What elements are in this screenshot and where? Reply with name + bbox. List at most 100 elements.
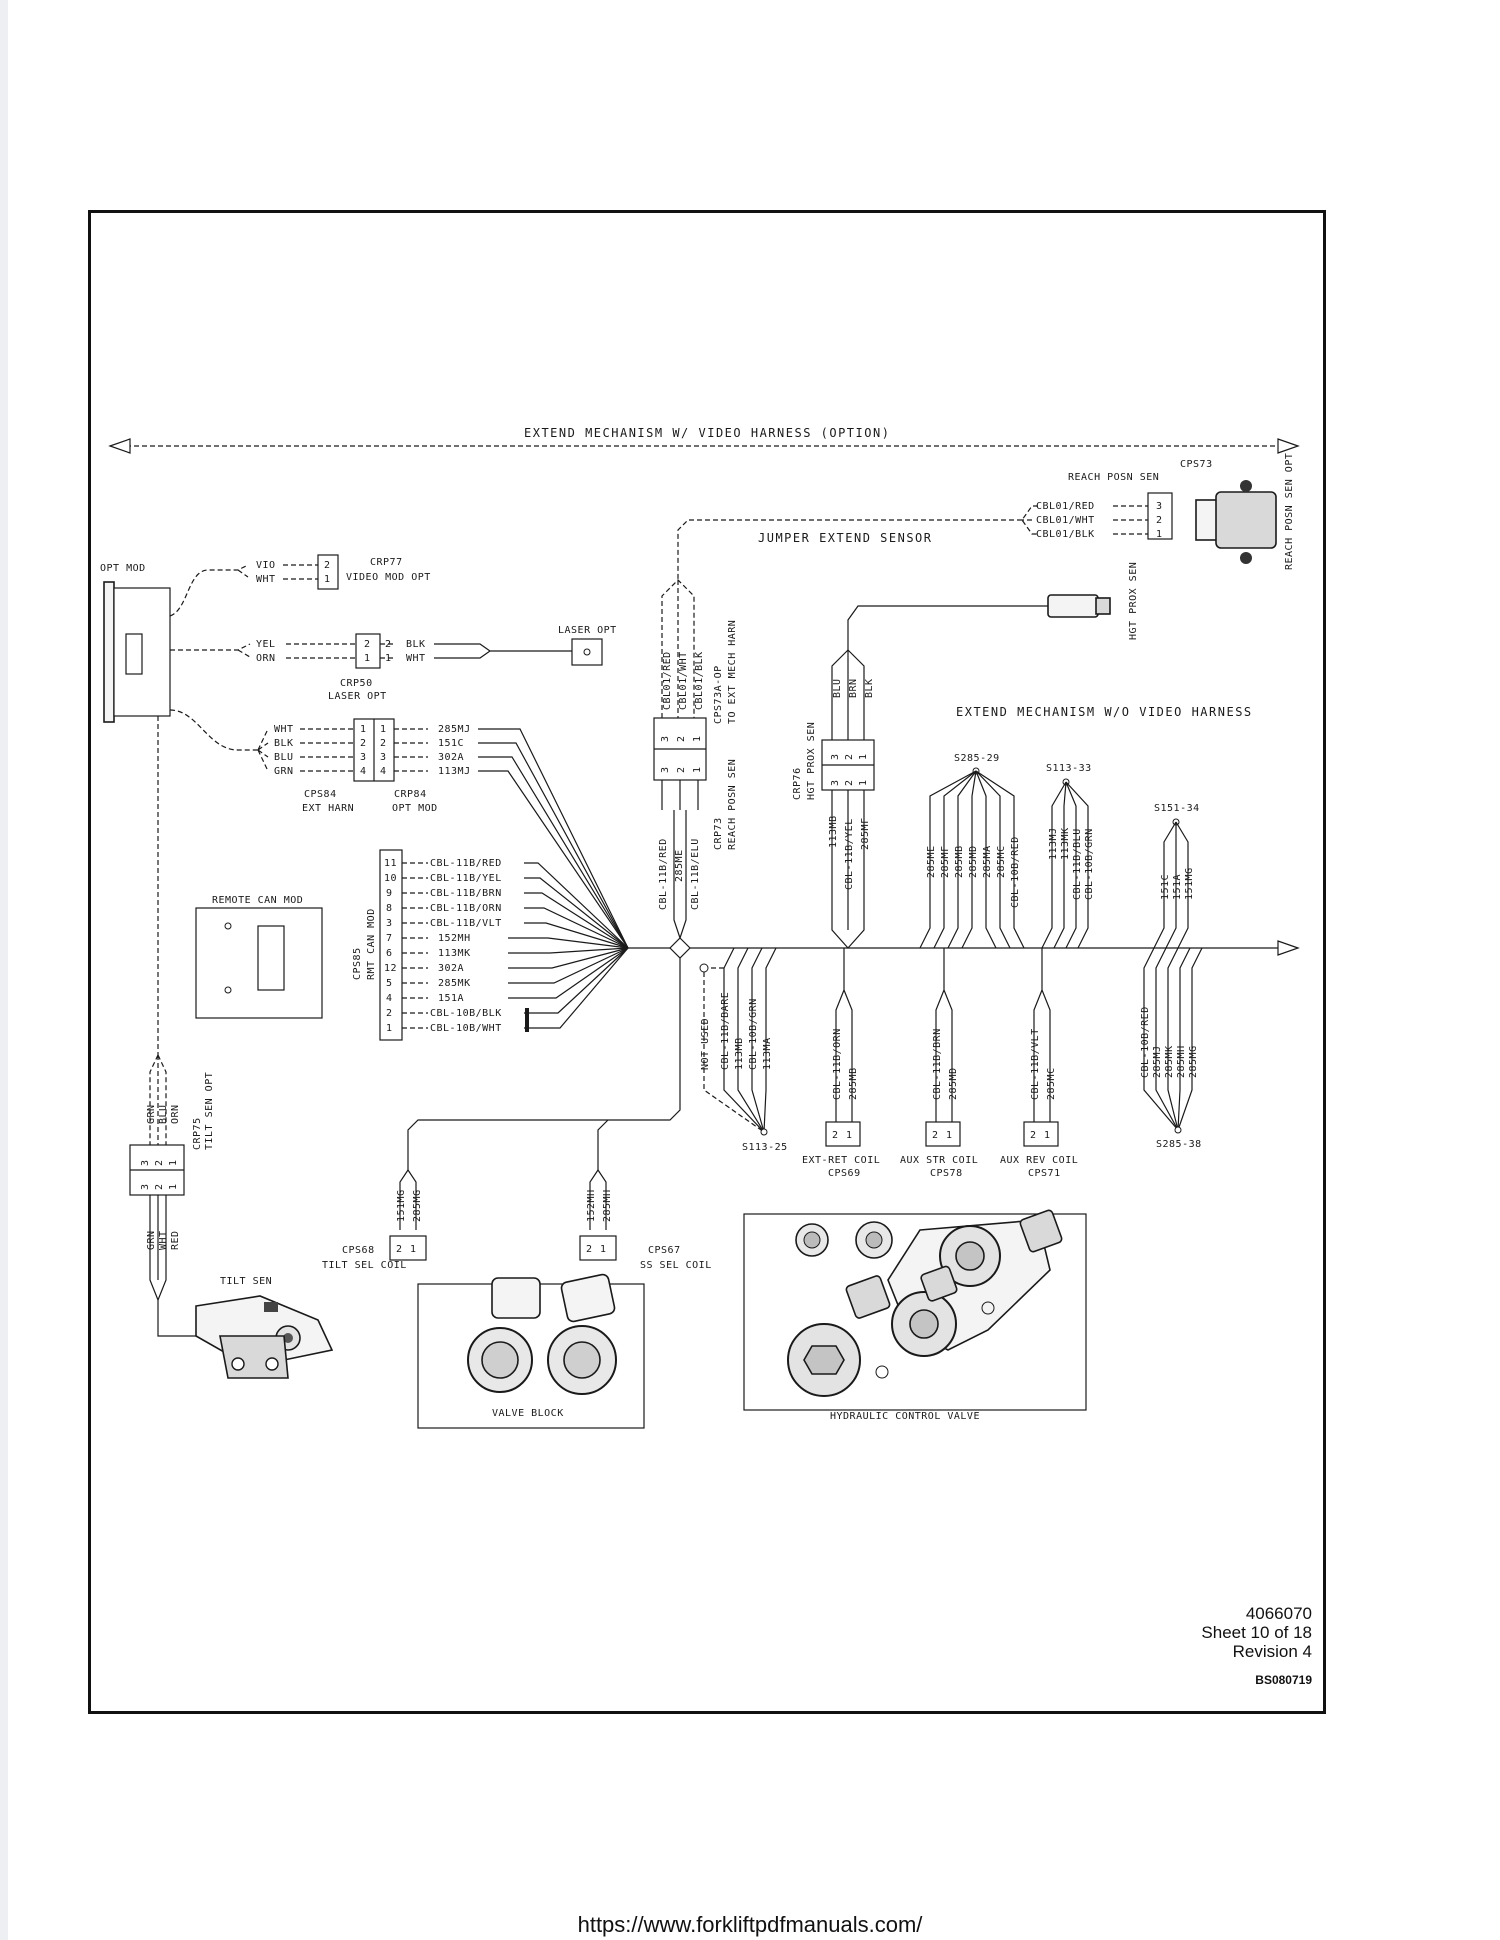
cps84-pin: 3: [360, 752, 367, 763]
cps84-pin: 2: [360, 738, 367, 749]
cps73-pin: 3: [1156, 501, 1163, 512]
s151-34-label: S151-34: [1154, 803, 1200, 814]
drawing-number: 4066070: [1245, 1604, 1312, 1623]
s151-34-wire: 151A: [1172, 874, 1183, 900]
cps85-circuit: 113MK: [438, 948, 471, 959]
ext-harn-circuit: 151C: [438, 738, 464, 749]
cps85-pin: 12: [384, 963, 397, 974]
cps85-pin: 5: [386, 978, 393, 989]
crp75-bottom-wire: RED: [170, 1230, 181, 1250]
cps73-label: CPS73: [1180, 459, 1213, 470]
crp75-label: CRP75: [192, 1117, 203, 1150]
hgt-prox-sensor-label: HGT PROX SEN: [1128, 562, 1139, 640]
cps85-circuit: CBL-10B/BLK: [430, 1008, 502, 1019]
hgt-prox-sensor-drawing: [847, 594, 1111, 650]
crp76-pin: 1: [858, 753, 869, 760]
cps68-pin: 2: [396, 1244, 403, 1255]
laser-wire-color: ORN: [256, 653, 276, 664]
ext-harn-color: WHT: [274, 724, 294, 735]
cps71-pin: 1: [1044, 1130, 1051, 1141]
s113-25-fan: [699, 947, 777, 1136]
crp75-top-wire: GRN: [146, 1104, 157, 1124]
s285-29-label: S285-29: [954, 753, 1000, 764]
cps84-desc: EXT HARN: [302, 803, 354, 814]
cps69-label: CPS69: [828, 1168, 861, 1179]
laser-wire-color: BLK: [406, 639, 426, 650]
cps78-connector: [925, 1121, 961, 1147]
s113-33-wire: CBL-11B/BLU: [1072, 828, 1083, 900]
cps78-branch: [935, 948, 953, 1122]
s113-25-wire: CBL-11B/BARE: [720, 992, 731, 1070]
ext-harn-color: BLK: [274, 738, 294, 749]
tilt-sensor-harness: [149, 716, 198, 1337]
crp77-label: CRP77: [370, 557, 403, 568]
crp75-pin: 2: [154, 1159, 165, 1166]
crp75-top-wire: BLU: [158, 1104, 169, 1124]
footer-url[interactable]: https://www.forkliftpdfmanuals.com/: [577, 1912, 923, 1937]
laser-pin: 1: [385, 653, 392, 664]
cps85-circuit: CBL-10B/WHT: [430, 1023, 502, 1034]
crp84-desc: OPT MOD: [392, 803, 438, 814]
cps85-circuit: CBL-11B/RED: [430, 858, 502, 869]
crp73-pin: 2: [676, 766, 687, 773]
cps85-circuit: CBL-11B/VLT: [430, 918, 502, 929]
crp50-pin: 2: [364, 639, 371, 650]
cps71-branch: [1033, 948, 1051, 1122]
s285-38-label: S285-38: [1156, 1139, 1202, 1150]
crp76-pin: 1: [858, 779, 869, 786]
cps85-circuit: 302A: [438, 963, 464, 974]
cps85-pin: 3: [386, 918, 393, 929]
crp84-label: CRP84: [394, 789, 427, 800]
cps67-pin: 1: [600, 1244, 607, 1255]
cps85-circuit: 285MK: [438, 978, 471, 989]
crp73-pin: 3: [660, 766, 671, 773]
cps68-pin: 1: [410, 1244, 417, 1255]
cps85-pin: 4: [386, 993, 393, 1004]
ext-harn-circuit: 285MJ: [438, 724, 471, 735]
cps69-connector: [825, 1121, 861, 1147]
ext-harn-fan: [478, 728, 629, 949]
video-wire-color: VIO: [256, 560, 276, 571]
jumper-extend-sensor-label: JUMPER EXTEND SENSOR: [758, 531, 933, 545]
s285-38-wire: 285MJ: [1152, 1045, 1163, 1078]
s113-33-wire: 113MK: [1060, 827, 1071, 860]
crp75-bottom-wire: GRN: [146, 1230, 157, 1250]
cps78-label: CPS78: [930, 1168, 963, 1179]
cps69-wire: 285MB: [848, 1067, 859, 1100]
crp76-pin: 3: [830, 753, 841, 760]
s285-29-wire: 285MF: [940, 845, 951, 878]
cps73-pin: 2: [1156, 515, 1163, 526]
s285-38-wire: 285MK: [1164, 1045, 1175, 1078]
cps68-connector: [389, 1235, 427, 1261]
laser-wires: [170, 643, 498, 659]
cps71-label: CPS71: [1028, 1168, 1061, 1179]
laser-pin: 2: [385, 639, 392, 650]
cps69-desc: EXT-RET COIL: [802, 1155, 880, 1166]
cps84-pin: 1: [360, 724, 367, 735]
crp73-pin: 1: [692, 766, 703, 773]
crp75-pin: 1: [168, 1183, 179, 1190]
crp76-pin: 2: [844, 779, 855, 786]
ext-harn-circuit: 302A: [438, 752, 464, 763]
cps71-wire: CBL-11B/VLT: [1030, 1028, 1041, 1100]
s151-34-wire: 151C: [1160, 874, 1171, 900]
cps73a-desc: TO EXT MECH HARN: [727, 620, 738, 724]
crp75-desc: TILT SEN OPT: [204, 1072, 215, 1150]
crp50-pin: 1: [364, 653, 371, 664]
hgt-top-wire: BLK: [864, 678, 875, 698]
s113-33-fan: [1041, 778, 1089, 949]
s285-29-wire: 285ME: [926, 845, 937, 878]
cps85-pin: 6: [386, 948, 393, 959]
crp76-desc: HGT PROX SEN: [806, 722, 817, 800]
cps71-wire: 285MC: [1046, 1067, 1057, 1100]
valve-block-drawing: [417, 1273, 645, 1429]
reach-posn-sensor-drawing: [1195, 480, 1277, 564]
s113-25-wire: 113MB: [734, 1037, 745, 1070]
s285-38-wire: CBL-10B/RED: [1140, 1006, 1151, 1078]
crp73-pin: 3: [660, 735, 671, 742]
ext-harn-circuit: 113MJ: [438, 766, 471, 777]
cps85-pin: 1: [386, 1023, 393, 1034]
figure-code: BS080719: [1255, 1673, 1312, 1687]
crp75-pin: 2: [154, 1183, 165, 1190]
revision: Revision 4: [1232, 1642, 1312, 1661]
